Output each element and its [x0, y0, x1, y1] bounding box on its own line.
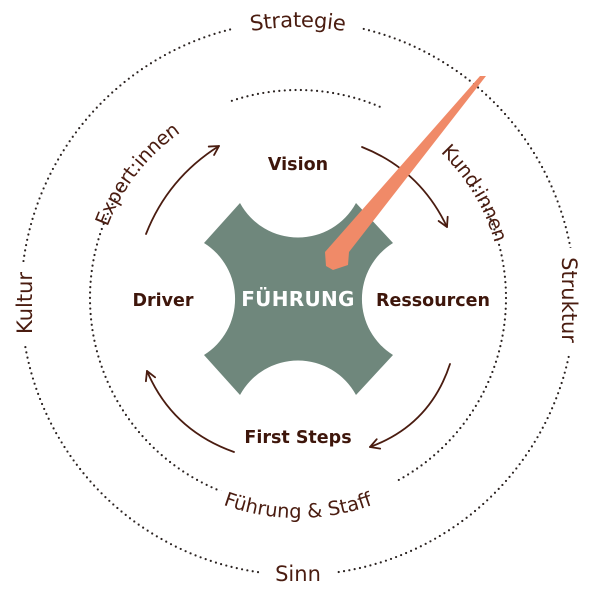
compass-needle — [325, 76, 486, 270]
outer-bottom-label-gap — [262, 556, 336, 590]
cycle-label-vision: Vision — [268, 155, 328, 175]
outer-label-struktur: Struktur — [557, 257, 581, 343]
inner-label-kund-innen: Kund:innen — [437, 140, 512, 245]
arrow-ressourcen-to-first-steps — [369, 363, 451, 450]
inner-ring — [88, 88, 508, 508]
cycle-label-first-steps: First Steps — [244, 428, 351, 448]
outer-top-label-gap — [234, 8, 360, 40]
cycle-label-ressourcen: Ressourcen — [376, 291, 490, 311]
arrow-first-steps-to-driver — [145, 370, 235, 453]
cycle-label-driver: Driver — [132, 291, 193, 311]
outer-label-sinn: Sinn — [275, 562, 321, 586]
inner-label-expert-innen: Expert:innen — [91, 118, 184, 229]
inner-bottom-label-gap — [209, 480, 408, 531]
center-label: FÜHRUNG — [241, 287, 355, 311]
inner-upper-left-label-gap — [109, 82, 236, 193]
outer-right-label-gap — [556, 248, 588, 354]
outer-label-strategie: Strategie — [248, 8, 347, 36]
arrow-vision-to-ressourcen — [361, 146, 449, 228]
outer-left-label-gap — [8, 262, 40, 344]
outer-label-kultur: Kultur — [13, 272, 37, 334]
arrow-driver-to-vision — [145, 145, 220, 235]
